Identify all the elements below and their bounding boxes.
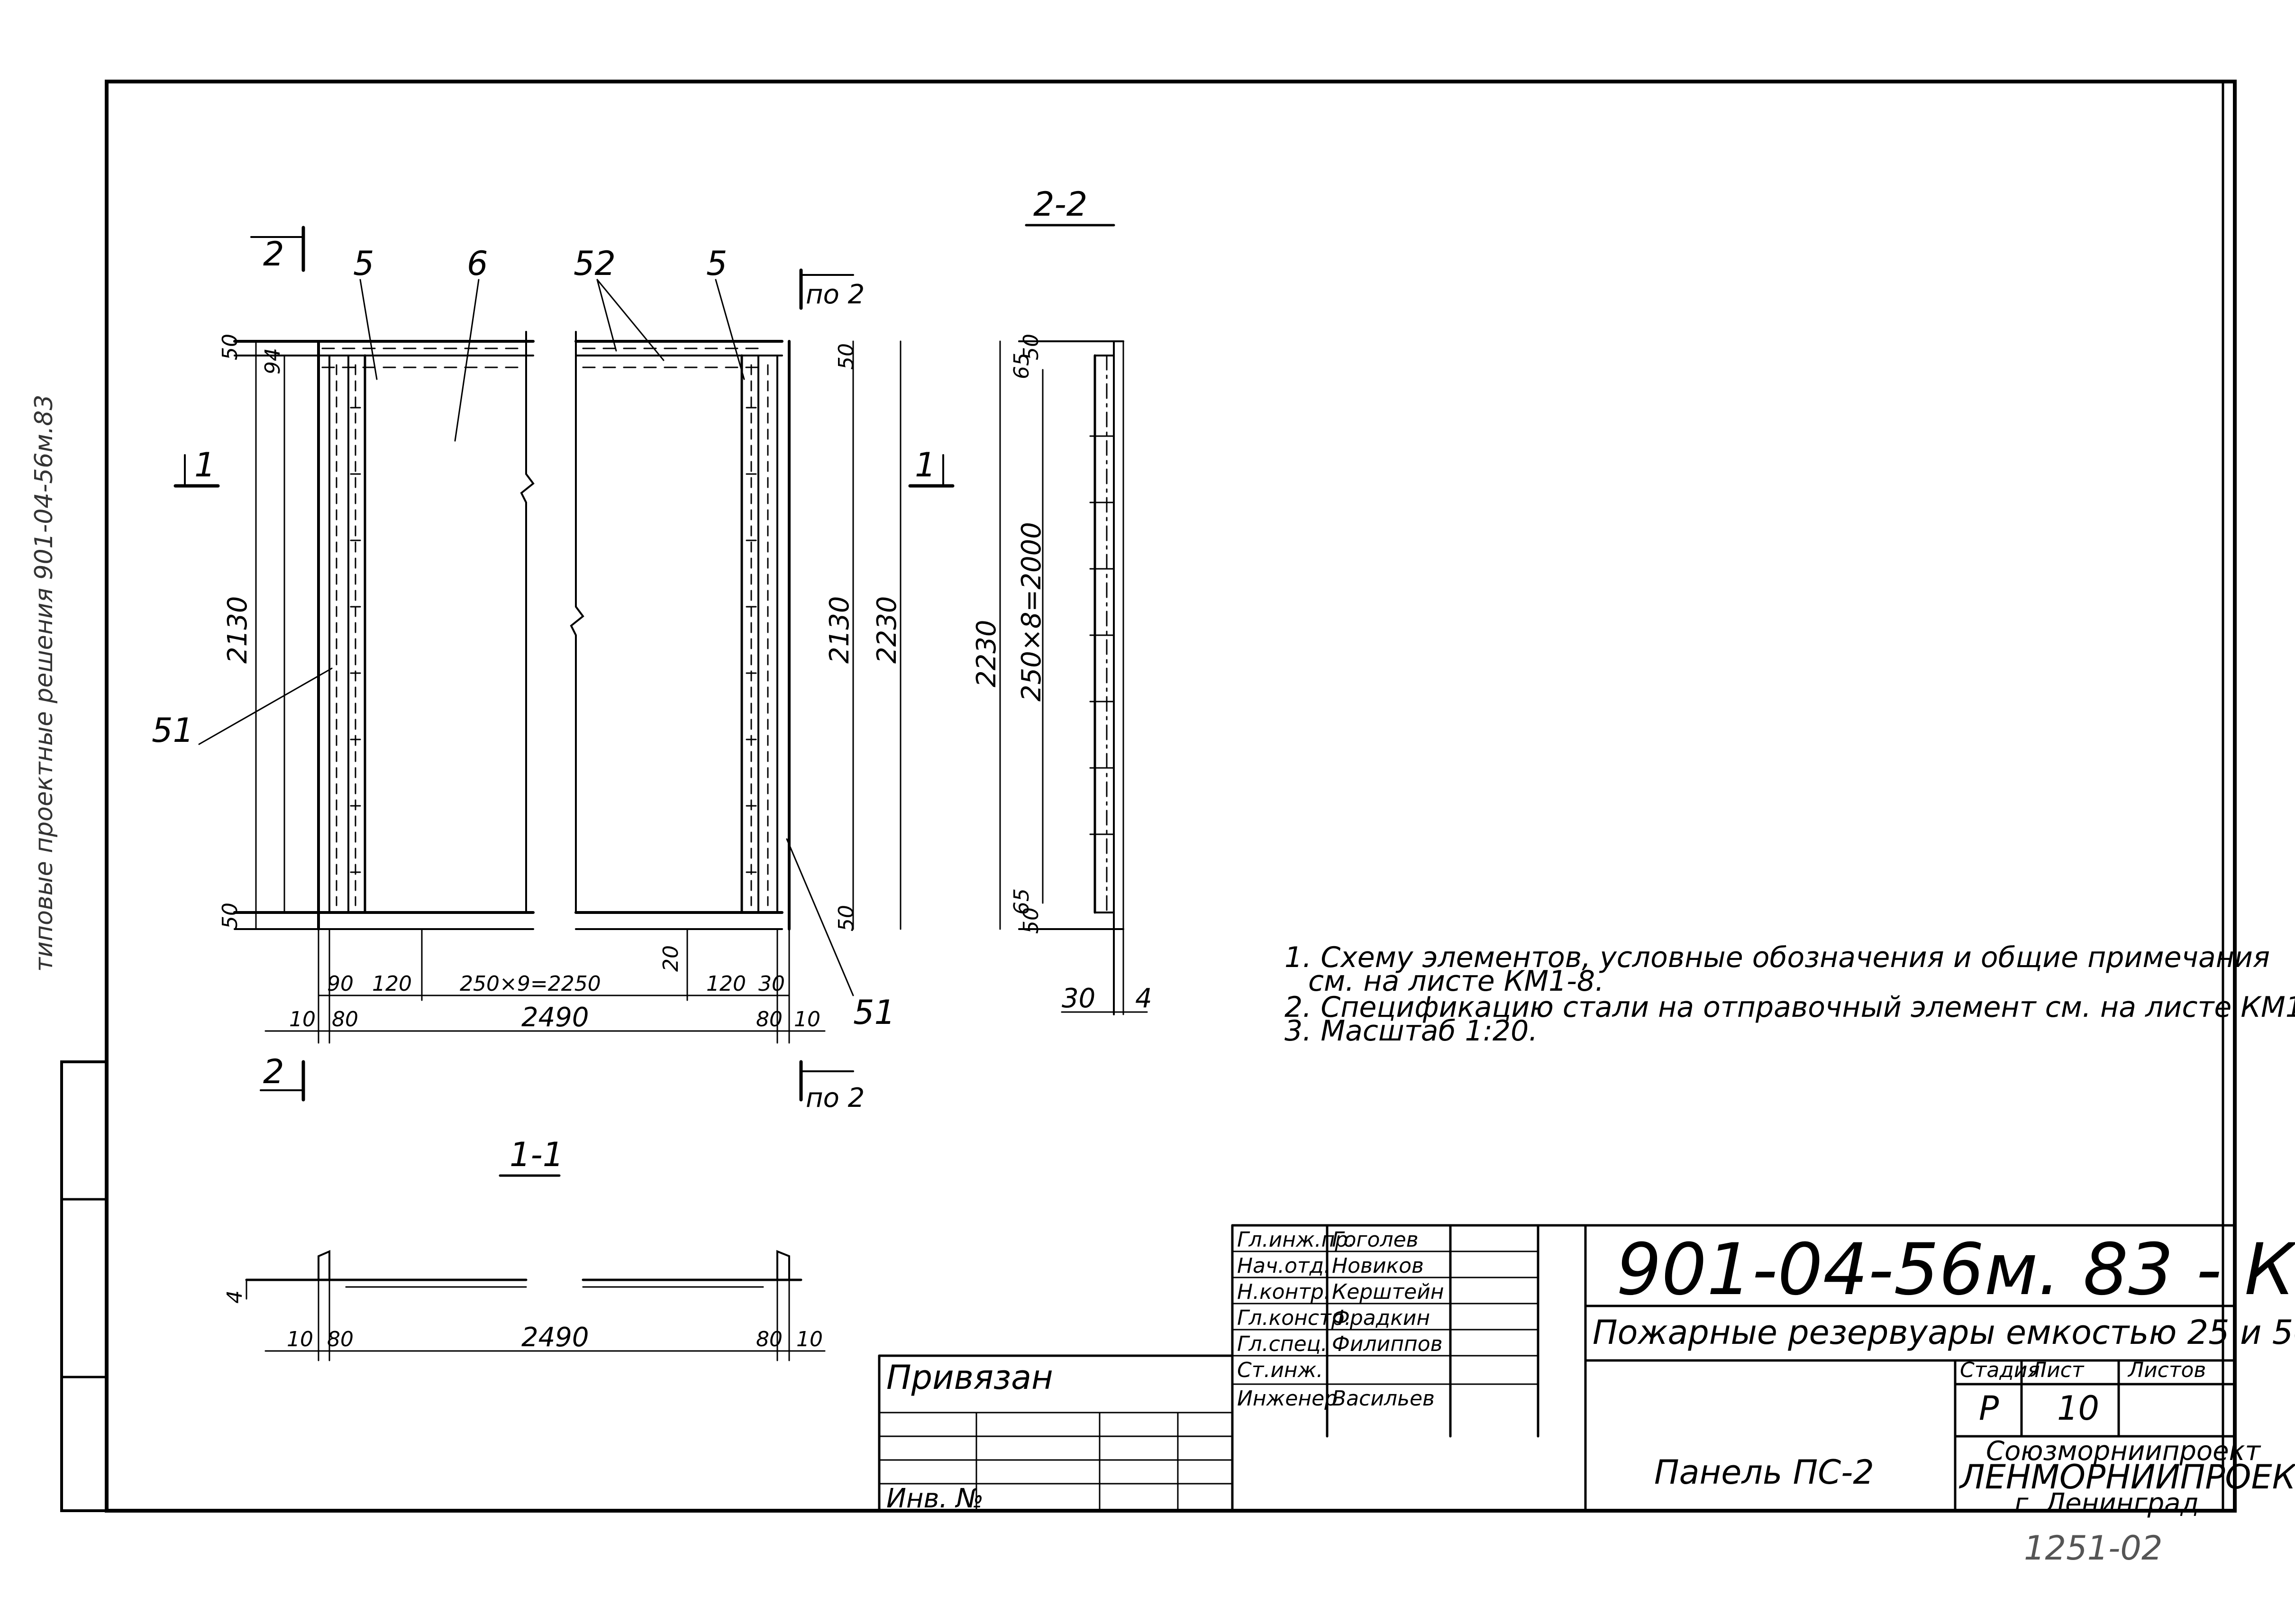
side-dim-pitch: 250×8=2000 xyxy=(1016,522,1047,702)
cut-mark-2-top: 2 xyxy=(263,235,284,274)
section-2-2-panel xyxy=(173,224,1115,1102)
dim-2130-right: 2130 xyxy=(824,596,855,664)
side-dim-65-bottom: 65 xyxy=(1010,888,1034,915)
side-dim-50-top: 50 xyxy=(1019,334,1043,360)
title-block xyxy=(878,1224,2236,1512)
binding-strip xyxy=(60,1060,108,1512)
dim-2230: 2230 xyxy=(872,596,902,664)
section-1-1-title: 1-1 xyxy=(510,1135,564,1174)
inv-label: Инв. № xyxy=(886,1483,984,1514)
cut-mark-2-bottom: 2 xyxy=(263,1052,284,1091)
dim-90-left: 90 xyxy=(327,972,354,996)
dim-50-right-top: 50 xyxy=(834,343,858,370)
side-dim-2230: 2230 xyxy=(971,620,1002,687)
stage-value: Р xyxy=(1979,1389,1999,1428)
role-4: Гл.спец. xyxy=(1237,1332,1328,1356)
note-2: 2. Спецификацию стали на отправочный эле… xyxy=(1284,991,2295,1024)
s11-dim-2490: 2490 xyxy=(521,1322,589,1353)
name-3: Фрадкин xyxy=(1332,1306,1430,1330)
dim-80-left: 80 xyxy=(332,1007,358,1031)
s11-dim-10-right: 10 xyxy=(796,1327,823,1351)
cut-mark-po2-bottom: по 2 xyxy=(806,1083,865,1113)
bound-label: Привязан xyxy=(886,1358,1053,1397)
role-3: Гл.констр. xyxy=(1237,1306,1351,1330)
callout-5-left: 5 xyxy=(353,244,374,283)
side-dim-65-top: 65 xyxy=(1010,353,1034,379)
callout-52: 52 xyxy=(574,244,616,283)
side-margin-text: типовые проектные решения 901-04-56м.83 xyxy=(30,395,58,972)
sheet-no-value: 10 xyxy=(2057,1389,2099,1428)
sheet-frame xyxy=(105,80,2237,1513)
note-1: 1. Схему элементов, условные обозначения… xyxy=(1284,941,2270,974)
side-dim-50-bottom: 50 xyxy=(1019,907,1043,934)
dim-10-right: 10 xyxy=(794,1007,820,1031)
cut-mark-1-right: 1 xyxy=(915,446,936,484)
stage-label: Стадия xyxy=(1960,1358,2040,1382)
callout-51-left: 51 xyxy=(152,711,194,750)
roles-table: Гл.инж.пр. Гоголев Нач.отд. Новиков Н.ко… xyxy=(1237,1228,1444,1411)
s11-dim-4: 4 xyxy=(223,1290,247,1304)
callout-6: 6 xyxy=(467,244,488,283)
dim-mid-pitch: 250×9=2250 xyxy=(460,972,601,996)
note-3: 3. Масштаб 1:20. xyxy=(1284,1014,1538,1048)
dim-50-top: 50 xyxy=(218,334,242,360)
archive-number: 1251-02 xyxy=(2024,1529,2162,1568)
section-2-2-title: 2-2 xyxy=(1033,185,1087,224)
org-line-2: ЛЕНМОРНИИПРОЕКТ xyxy=(1958,1458,2295,1496)
name-1: Новиков xyxy=(1332,1254,1424,1278)
dim-90-right: 30 xyxy=(758,972,785,996)
name-6: Васильев xyxy=(1332,1387,1435,1411)
cut-mark-1-left: 1 xyxy=(194,446,216,484)
section-1-1 xyxy=(245,1174,826,1361)
cut-mark-po2-top: по 2 xyxy=(806,279,865,310)
role-2: Н.контр. xyxy=(1237,1280,1330,1304)
sheet-title: Панель ПС-2 xyxy=(1654,1453,1874,1492)
dim-80-right: 80 xyxy=(756,1007,783,1031)
name-2: Керштейн xyxy=(1332,1280,1444,1304)
side-view xyxy=(999,340,1148,1015)
dim-10-left: 10 xyxy=(289,1007,316,1031)
project-title: Пожарные резервуары емкостью 25 и 50м³ xyxy=(1593,1313,2295,1352)
s11-dim-10-left: 10 xyxy=(287,1327,313,1351)
dim-20: 20 xyxy=(659,945,683,972)
role-0: Гл.инж.пр. xyxy=(1237,1228,1355,1252)
side-dim-30: 30 xyxy=(1062,983,1095,1014)
dim-120-left: 120 xyxy=(372,972,412,996)
s11-dim-80-right: 80 xyxy=(756,1327,783,1351)
side-dim-4: 4 xyxy=(1135,983,1152,1014)
dim-50-right-bottom: 50 xyxy=(834,905,858,931)
dim-94: 94 xyxy=(261,348,285,374)
doc-code: 901-04-56м. 83 - КМ1 xyxy=(1616,1229,2295,1311)
dim-2490: 2490 xyxy=(521,1002,589,1033)
dim-2130-left: 2130 xyxy=(222,596,253,664)
dim-120-right: 120 xyxy=(706,972,746,996)
org-line-3: г. Ленинград xyxy=(2014,1488,2199,1519)
org-line-1: Союзморниипроект xyxy=(1986,1436,2261,1467)
s11-dim-80-left: 80 xyxy=(327,1327,354,1351)
sheets-label: Листов xyxy=(2127,1358,2206,1382)
callout-5-right: 5 xyxy=(706,244,728,283)
role-6: Инженер xyxy=(1237,1387,1338,1411)
callout-51-right: 51 xyxy=(853,993,895,1032)
note-1-cont: см. на листе КМ1-8. xyxy=(1308,965,1604,998)
name-0: Гоголев xyxy=(1332,1228,1419,1252)
dim-50-bottom: 50 xyxy=(218,903,242,929)
name-4: Филиппов xyxy=(1332,1332,1443,1356)
general-notes: 1. Схему элементов, условные обозначения… xyxy=(1284,941,2295,1048)
role-1: Нач.отд. xyxy=(1237,1254,1330,1278)
sheet-label: Лист xyxy=(2030,1358,2085,1382)
role-5: Ст.инж. xyxy=(1237,1358,1323,1382)
